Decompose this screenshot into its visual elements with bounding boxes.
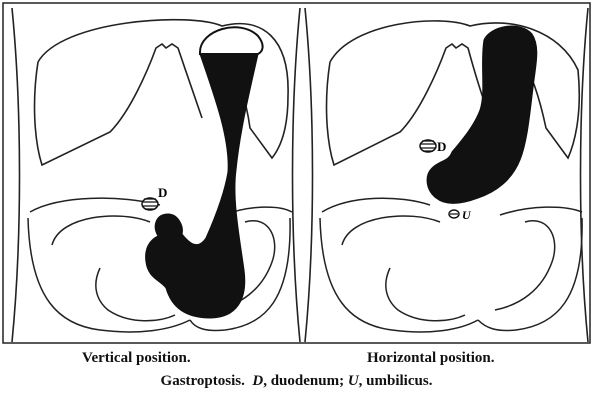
caption-u-letter: U [348, 373, 359, 389]
caption-lead: Gastroptosis. [161, 373, 245, 389]
panel-vertical: D [12, 8, 300, 342]
caption-d-text: , duodenum; [263, 373, 348, 389]
caption-vertical: Vertical position. [82, 350, 191, 367]
marker-d-right: D [437, 139, 446, 154]
figure-caption: Gastroptosis. D, duodenum; U, umbilicus. [0, 373, 593, 390]
anatomical-figure: D D U [0, 0, 593, 345]
panel-horizontal: D U [305, 8, 588, 342]
marker-d-left: D [158, 185, 167, 200]
marker-u-right: U [462, 208, 472, 222]
caption-d-letter: D [252, 373, 263, 389]
caption-u-text: , umbilicus. [359, 373, 433, 389]
caption-horizontal: Horizontal position. [367, 350, 495, 367]
